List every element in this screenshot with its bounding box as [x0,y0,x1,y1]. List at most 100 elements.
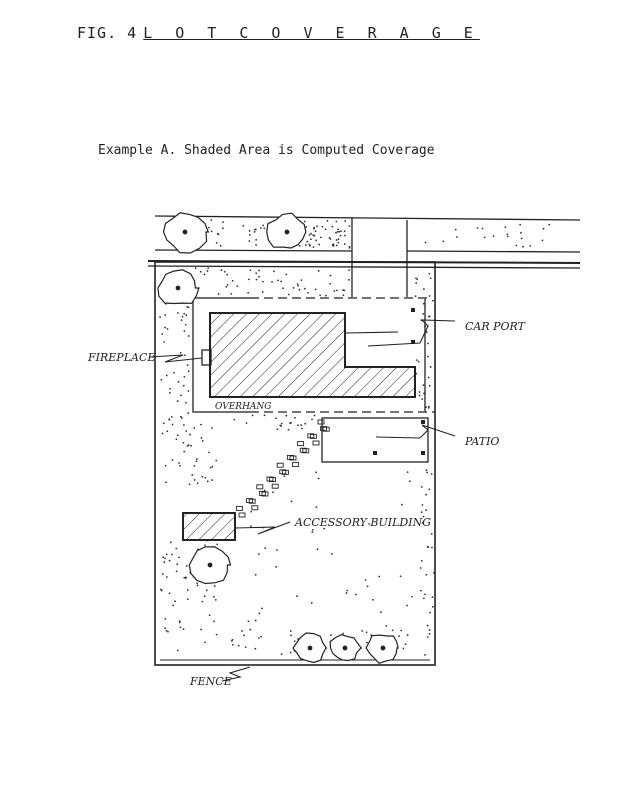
stipple-dot [431,546,433,549]
stipple-dot [290,634,292,637]
stipple-dot [249,628,252,631]
stipple-dot [305,226,308,228]
stipple-dot [315,239,318,242]
stipple-dot [290,421,293,424]
stipple-dot [263,414,266,417]
stipple-dot [211,465,214,468]
stipple-dot [325,294,327,297]
stipple-dot [289,630,292,632]
stipple-dot [182,628,185,631]
stipple-dot [186,598,189,600]
stipple-dot [529,245,532,247]
stipple-dot [210,427,213,429]
stipple-dot [318,243,321,246]
stipple-dot [255,238,258,241]
stepping-stone [297,441,305,447]
stipple-dot [300,424,303,427]
figure-number: FIG. 4 [77,24,138,42]
stipple-dot [237,644,240,647]
stipple-dot [336,230,339,233]
stipple-dot [164,557,167,560]
stipple-dot [168,559,171,562]
patio [321,417,429,463]
stipple-dot [277,279,279,282]
stipple-dot [342,294,345,297]
stipple-dot [330,553,333,555]
stipple-dot [332,244,335,247]
stipple-dot [255,278,258,281]
stipple-dot [429,366,432,368]
stipple-dot [186,589,189,591]
stipple-dot [180,319,183,321]
stipple-dot [346,589,349,592]
stipple-dot [425,509,427,512]
stipple-dot [213,620,215,623]
stipple-dot [201,475,204,478]
stipple-dot [316,548,319,551]
stipple-dot [165,374,168,377]
stipple-dot [236,285,239,288]
stipple-dot [258,612,261,615]
stipple-dot [186,364,189,367]
stipple-dot [344,220,347,222]
stipple-dot [431,596,434,599]
stipple-dot [179,626,182,629]
stipple-dot [242,224,245,227]
stipple-dot [424,241,427,244]
stipple-dot [183,312,186,315]
stipple-dot [167,630,169,633]
stipple-dot [354,593,357,596]
stipple-dot [170,553,173,556]
stipple-dot [348,225,351,228]
stipple-dot [298,244,301,247]
stipple-dot [319,294,322,297]
stipple-dot [248,278,250,281]
stipple-dot [361,629,364,632]
stipple-dot [324,228,327,231]
stipple-dot [307,291,309,294]
stipple-dot [262,224,265,227]
stipple-dot [168,418,171,421]
stipple-dot [415,282,418,284]
stipple-dot [187,390,190,392]
stipple-dot [207,226,210,229]
stipple-dot [290,500,293,503]
stipple-dot [215,633,218,636]
stipple-dot [248,233,251,236]
stipple-dot [310,232,313,235]
stipple-dot [188,483,191,486]
stipple-dot [426,624,429,627]
stipple-dot [431,299,434,302]
stipple-dot [313,234,316,237]
stipple-dot [415,277,417,280]
stipple-dot [182,424,185,426]
stipple-dot [196,584,199,587]
stipple-dot [185,565,188,567]
stipple-dot [182,384,185,387]
stipple-dot [204,641,207,644]
stipple-dot [406,604,408,607]
stipple-dot [258,275,260,278]
stipple-dot [210,230,213,233]
stepping-stone [251,505,259,511]
stipple-dot [161,573,164,575]
stipple-dot [164,627,167,630]
stipple-dot [520,237,523,240]
stipple-dot [261,280,264,283]
stipple-dot [176,563,179,566]
fireplace-leader [149,354,203,363]
stipple-dot [428,272,431,275]
stipple-dot [372,598,375,601]
stipple-dot [430,472,433,475]
stipple-dot [217,293,220,295]
stipple-dot [340,230,342,233]
stipple-dot [428,628,431,631]
stipple-dot [406,634,409,636]
stipple-dot [204,476,207,479]
stipple-dot [179,415,182,418]
fence-leader [221,666,251,682]
stipple-dot [483,236,486,239]
stipple-dot [276,428,279,431]
stipple-dot [247,291,250,294]
